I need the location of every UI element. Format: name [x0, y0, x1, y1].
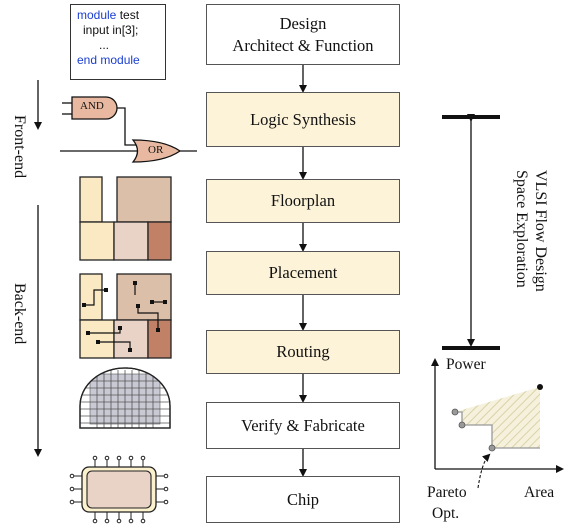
flow-step-routing-label: Routing	[276, 342, 330, 361]
code-line-3: ...	[99, 38, 110, 52]
flow-step-placement-label: Placement	[268, 263, 338, 282]
flow-step-design: Design Architect & Function	[206, 4, 400, 65]
flow-step-logic-synthesis-label: Logic Synthesis	[250, 109, 356, 129]
flow-step-routing: Routing	[206, 330, 400, 374]
flow-step-chip: Chip	[206, 476, 400, 523]
exploration-label-line2: Space Exploration	[513, 170, 530, 288]
pareto-x-axis-label: Area	[524, 484, 555, 501]
flow-step-design-subtitle: Architect & Function	[232, 35, 374, 55]
pareto-annotation-line2: Opt.	[432, 505, 460, 522]
front-end-label: Front-end	[11, 115, 28, 179]
code-line-2: input in[3];	[83, 23, 139, 37]
flow-step-verify-fabricate-label: Verify & Fabricate	[241, 415, 365, 435]
flow-step-placement: Placement	[206, 251, 400, 295]
flow-step-verify-fabricate: Verify & Fabricate	[206, 402, 400, 449]
verilog-code-snippet: module test input in[3]; ... end module	[70, 4, 166, 80]
pareto-annotation-line1: Pareto	[427, 484, 467, 501]
wafer-icon	[79, 367, 171, 429]
and-gate-icon	[71, 96, 118, 120]
flow-step-chip-label: Chip	[286, 489, 320, 509]
logic-gates-icon	[60, 96, 197, 163]
chip-icon	[69, 455, 169, 524]
flow-step-logic-synthesis: Logic Synthesis	[206, 92, 400, 147]
flow-step-design-title: Design	[279, 13, 327, 33]
floorplan-icon	[79, 176, 172, 261]
code-keyword-end-module: end module	[77, 53, 140, 67]
pareto-plot-icon	[431, 358, 564, 489]
flow-step-floorplan: Floorplan	[206, 179, 400, 223]
and-gate-label: AND	[80, 100, 104, 112]
code-module-name: test	[116, 8, 140, 22]
placement-icon	[79, 273, 172, 359]
back-end-label: Back-end	[11, 283, 28, 345]
or-gate-label: OR	[148, 144, 164, 156]
flow-step-floorplan-label: Floorplan	[270, 191, 336, 210]
or-gate-icon	[131, 139, 182, 163]
code-line-4: end module	[77, 53, 165, 68]
exploration-label-line1: VLSI Flow Design	[532, 170, 549, 292]
code-keyword-module: module	[77, 8, 117, 22]
pareto-y-axis-label: Power	[446, 356, 486, 373]
code-line-1: module test	[77, 8, 165, 23]
exploration-range-bracket	[442, 114, 500, 350]
